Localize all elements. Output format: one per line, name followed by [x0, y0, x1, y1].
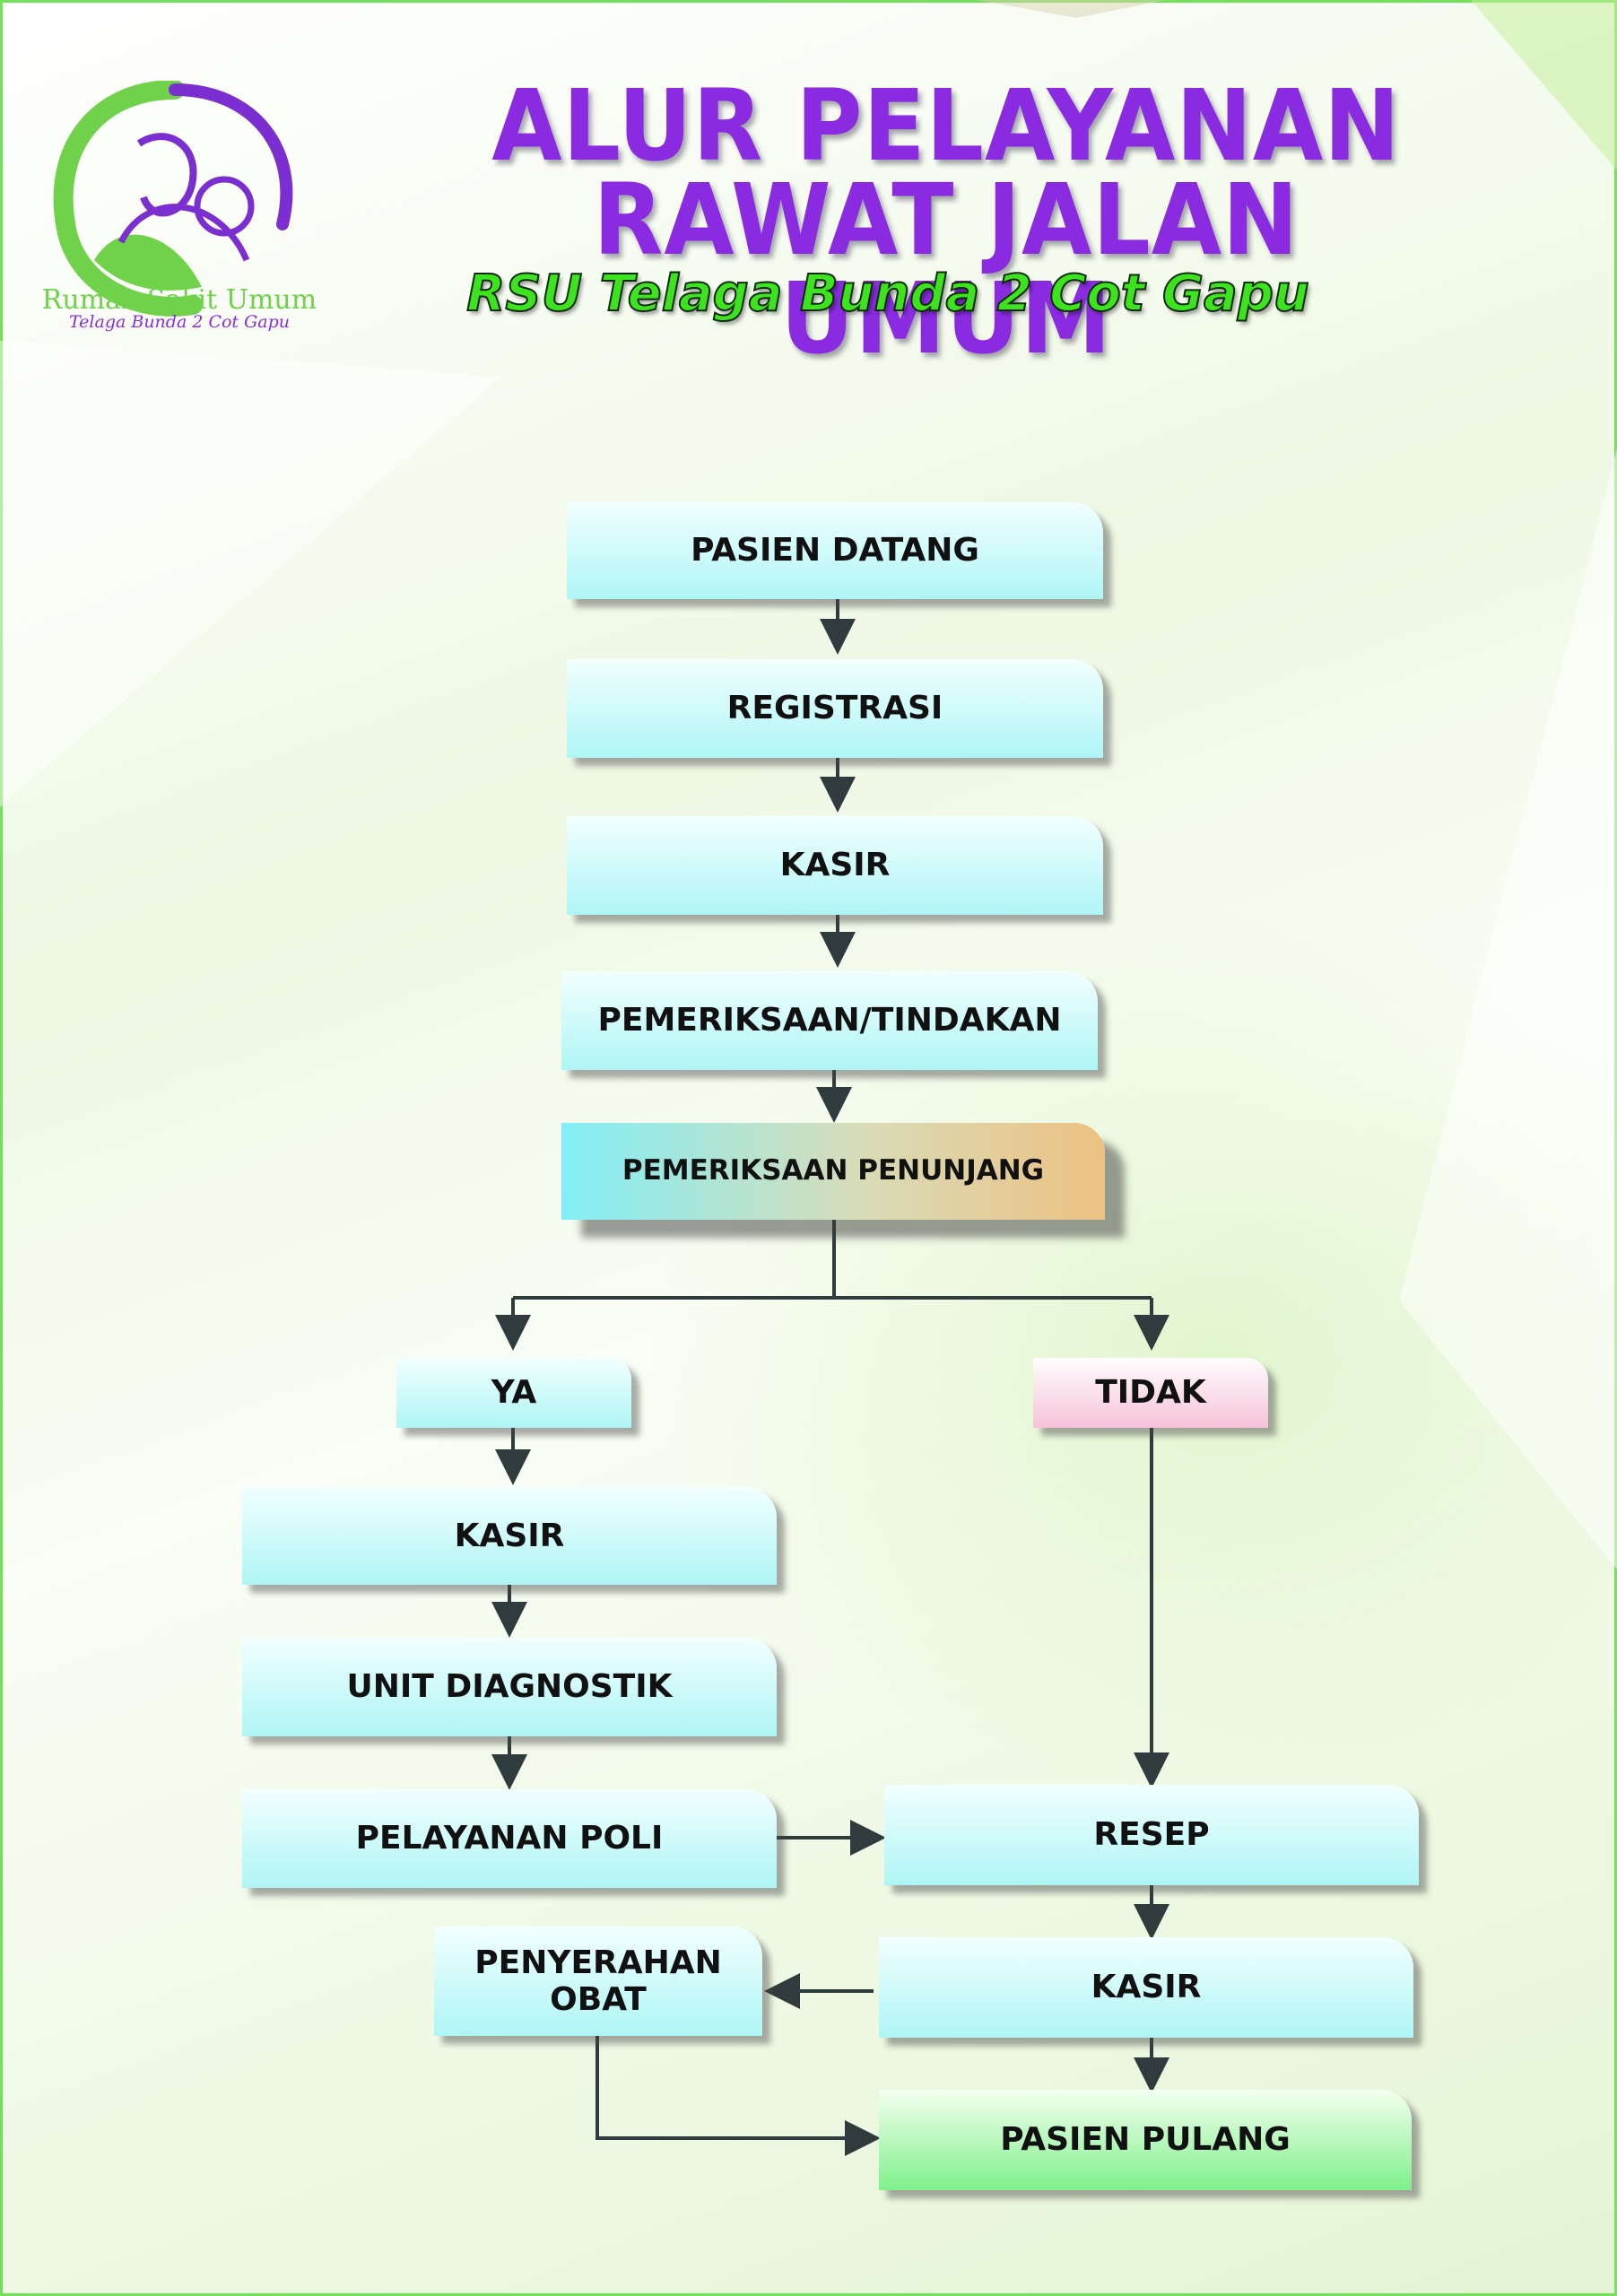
box-unit-diagnostik: UNIT DIAGNOSTIK [242, 1638, 777, 1736]
box-registrasi: REGISTRASI [567, 659, 1103, 758]
page-title-line2: RAWAT JALAN UMUM [593, 162, 1300, 376]
box-resep: RESEP [884, 1785, 1419, 1885]
arrow-penyerahan-pulang [596, 2036, 881, 2156]
box-kasir-2: KASIR [242, 1487, 777, 1585]
logo-hospital-name: Rumah Sakit Umum [41, 284, 317, 316]
logo-hospital-subname: Telaga Bunda 2 Cot Gapu [68, 312, 291, 332]
box-penyerahan-obat: PENYERAHAN OBAT [434, 1926, 762, 2036]
page-subtitle: RSU Telaga Bunda 2 Cot Gapu [465, 265, 1310, 323]
box-pemeriksaan-penunjang: PEMERIKSAAN PENUNJANG [561, 1123, 1105, 1220]
box-kasir-1: KASIR [567, 816, 1103, 915]
box-pemeriksaan-tindakan: PEMERIKSAAN/TINDAKAN [561, 971, 1098, 1070]
box-kasir-3: KASIR [879, 1937, 1413, 2038]
box-pasien-datang: PASIEN DATANG [567, 502, 1103, 599]
page-title-line1: ALUR PELAYANAN [491, 68, 1401, 183]
box-ya: YA [396, 1358, 631, 1428]
box-pelayanan-poli: PELAYANAN POLI [242, 1789, 777, 1888]
box-pasien-pulang: PASIEN PULANG [879, 2090, 1412, 2190]
penyerahan-line2: OBAT [550, 1981, 647, 2018]
hospital-logo [53, 81, 293, 317]
penyerahan-line1: PENYERAHAN [474, 1944, 722, 1981]
box-tidak: TIDAK [1033, 1358, 1268, 1428]
